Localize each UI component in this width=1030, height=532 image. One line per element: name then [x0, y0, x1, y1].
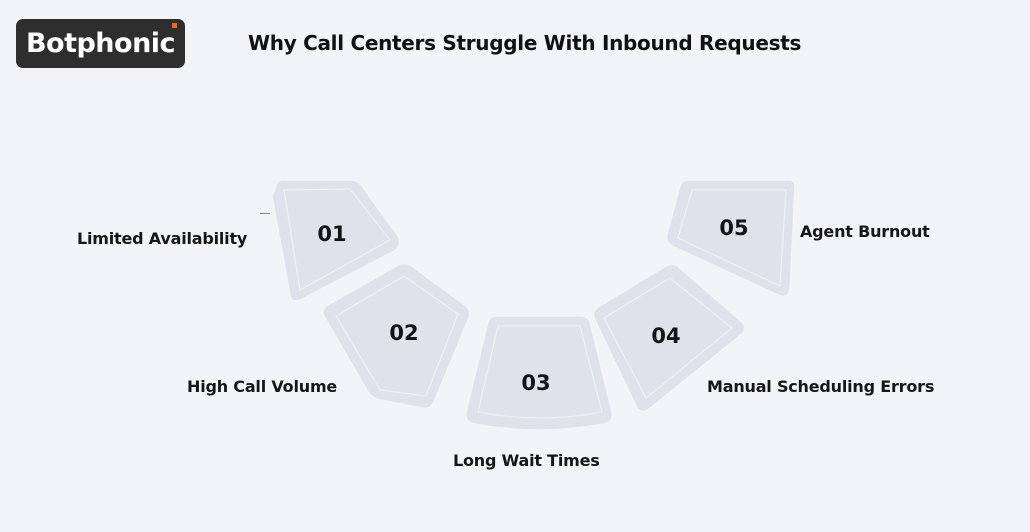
segment-label: Limited Availability [77, 229, 248, 248]
segment-number: 01 [317, 222, 347, 246]
connector-tick [260, 213, 270, 214]
page-title: Why Call Centers Struggle With Inbound R… [248, 31, 802, 55]
segment-02-shape [322, 262, 471, 410]
segment-number: 04 [651, 324, 681, 348]
segment-number: 02 [389, 321, 419, 345]
segment-03-shape [464, 315, 614, 431]
brand-logo: Botphonic [16, 19, 185, 68]
segment-label: Manual Scheduling Errors [707, 377, 935, 396]
segment-number: 03 [521, 371, 551, 395]
logo-text: Botphonic [25, 28, 176, 59]
segment-label: Agent Burnout [800, 222, 930, 241]
segment-01-shape [271, 179, 401, 302]
segment-label: Long Wait Times [453, 451, 600, 470]
segment-number: 05 [719, 216, 749, 240]
logo-accent-dot [172, 23, 177, 28]
segment-label: High Call Volume [187, 377, 338, 396]
segment-05-shape [665, 179, 796, 298]
